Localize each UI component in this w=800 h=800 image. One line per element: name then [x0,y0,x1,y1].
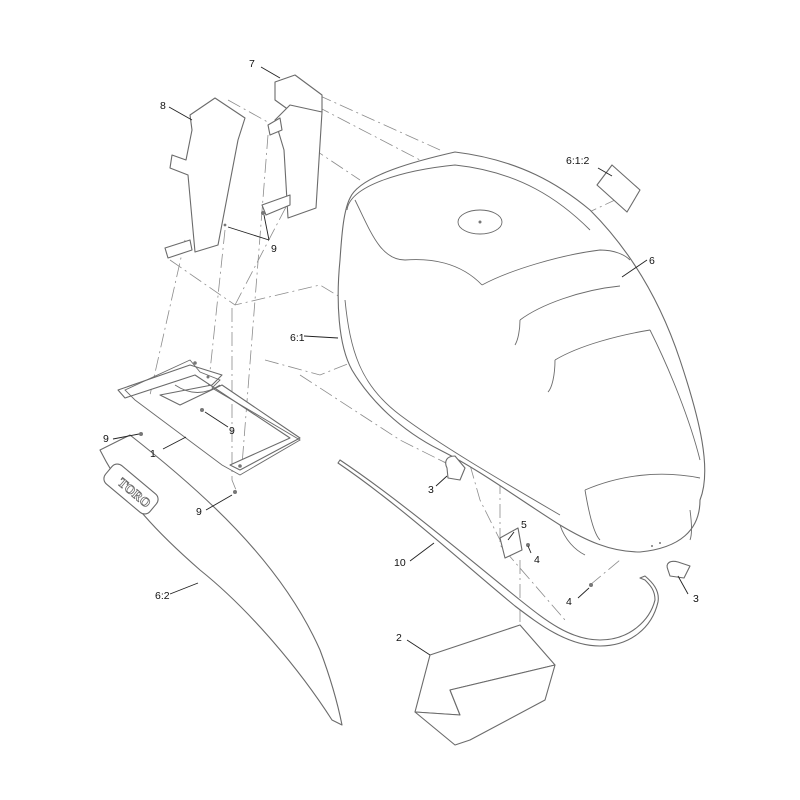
callout-labels: 1 2 3 3 4 4 5 6 6:1 6:1:2 6:2 7 8 9 9 9 … [103,58,699,644]
callout-9-left: 9 [103,433,109,445]
step-panel [414,624,556,746]
callout-6-1-2: 6:1:2 [566,155,590,167]
mounting-frame [117,359,301,476]
callout-6-1: 6:1 [290,332,305,344]
clip-right [666,560,691,579]
edge-trim [337,459,659,647]
fasteners [139,211,593,587]
callout-9-bottom: 9 [196,506,202,518]
callout-6-2: 6:2 [155,590,170,602]
callout-4-lower: 4 [566,596,572,608]
hood-shell [337,151,706,556]
callout-3-left: 3 [428,484,434,496]
callout-9-middle: 9 [229,425,235,437]
hinge-bracket [499,527,523,559]
callout-1: 1 [150,448,156,460]
left-side-bracket [164,97,246,259]
clip-left [445,455,466,481]
alignment-lines [149,94,621,660]
leader-lines [112,66,689,656]
callout-4-upper: 4 [534,554,540,566]
right-side-bracket [261,74,323,219]
callout-5: 5 [521,519,527,531]
callout-9-top: 9 [271,243,277,255]
callout-7: 7 [249,58,255,70]
callout-2: 2 [396,632,402,644]
callout-8: 8 [160,100,166,112]
callout-10: 10 [394,557,406,569]
callout-3-right: 3 [693,593,699,605]
decal-plate [596,164,641,213]
front-valance: TORO [99,434,343,726]
callout-6: 6 [649,255,655,267]
toro-logo [103,463,159,515]
